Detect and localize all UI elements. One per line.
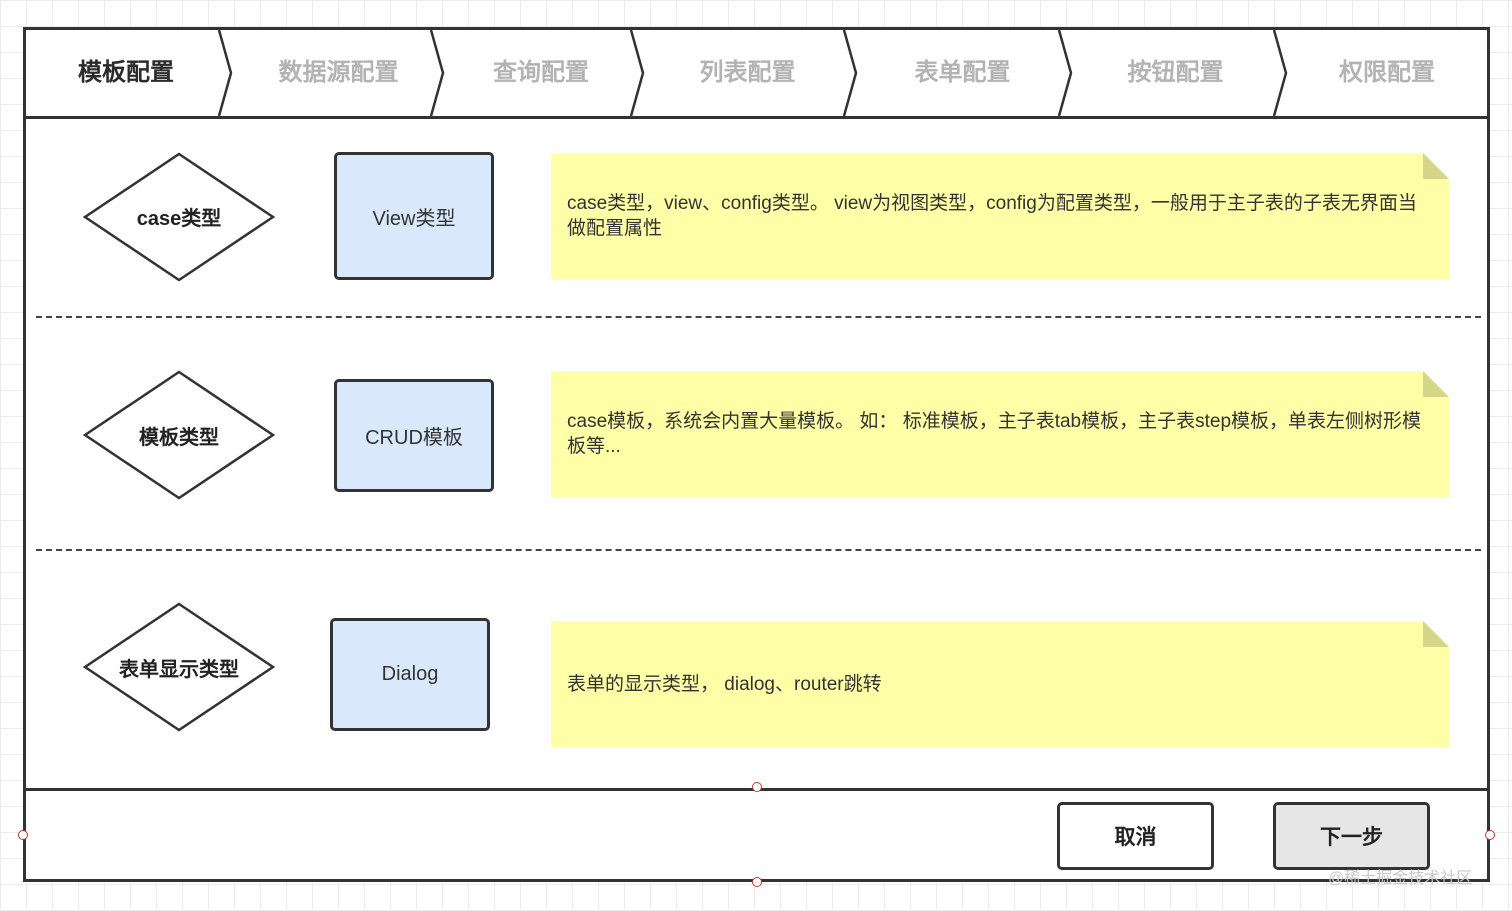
option-box[interactable]: View类型 <box>334 152 494 280</box>
description-text: case模板，系统会内置大量模板。 如： 标准模板，主子表tab模板，主子表st… <box>567 411 1422 457</box>
step-form-config[interactable]: 表单配置 <box>914 59 1011 86</box>
row-divider <box>36 316 1481 318</box>
connection-handle[interactable] <box>1485 830 1495 840</box>
step-datasource-config[interactable]: 数据源配置 <box>278 59 399 86</box>
category-label: 模板类型 <box>139 427 219 449</box>
category-diamond <box>82 370 276 500</box>
category-diamond <box>82 602 276 732</box>
watermark: @稀土掘金技术社区 <box>1328 870 1473 887</box>
step-list-config[interactable]: 列表配置 <box>699 59 796 86</box>
wizard-frame: 模板配置 数据源配置 查询配置 列表配置 表单配置 按钮配置 权限配置 case… <box>23 27 1490 882</box>
connection-handle[interactable] <box>752 782 762 792</box>
category-label: case类型 <box>136 208 222 230</box>
next-step-button[interactable]: 下一步 <box>1273 802 1430 870</box>
step-permission-config[interactable]: 权限配置 <box>1339 59 1435 86</box>
cancel-button[interactable]: 取消 <box>1057 802 1214 870</box>
connection-handle[interactable] <box>752 877 762 887</box>
step-template-config[interactable]: 模板配置 <box>78 59 174 86</box>
description-note: case类型，view、config类型。 view为视图类型，config为配… <box>551 153 1449 279</box>
option-box[interactable]: Dialog <box>330 618 490 731</box>
description-text: 表单的显示类型， dialog、router跳转 <box>567 673 882 695</box>
description-note: 表单的显示类型， dialog、router跳转 <box>551 621 1449 747</box>
connection-handle[interactable] <box>18 830 28 840</box>
option-box[interactable]: CRUD模板 <box>334 379 494 492</box>
description-note: case模板，系统会内置大量模板。 如： 标准模板，主子表tab模板，主子表st… <box>551 371 1449 497</box>
category-diamond <box>82 152 276 282</box>
step-button-config[interactable]: 按钮配置 <box>1127 59 1224 86</box>
row-divider <box>36 549 1481 551</box>
step-query-config[interactable]: 查询配置 <box>493 59 589 86</box>
description-text: case类型，view、config类型。 view为视图类型，config为配… <box>567 193 1417 239</box>
step-bar: 模板配置 数据源配置 查询配置 列表配置 表单配置 按钮配置 权限配置 <box>26 30 1487 119</box>
category-label: 表单显示类型 <box>119 659 239 681</box>
